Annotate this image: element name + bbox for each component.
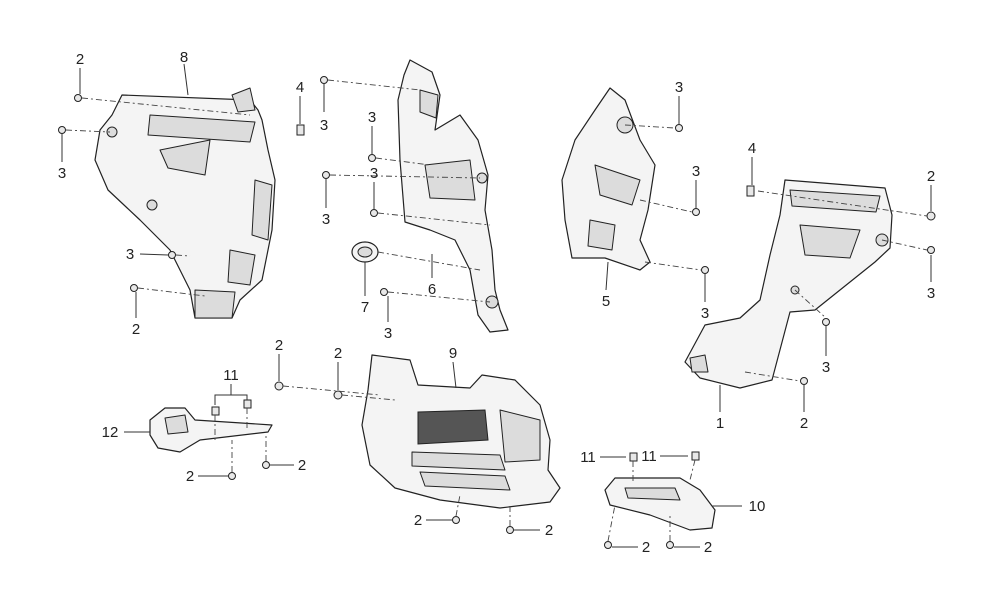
part-9-front-skid-plate — [361, 354, 561, 509]
callout-label: 2 — [545, 522, 553, 539]
callout-label: 2 — [275, 337, 283, 354]
callout-label: 1 — [716, 415, 724, 432]
callout-label: 2 — [186, 468, 194, 485]
part-8-left-side-cover — [94, 87, 276, 319]
callout-label: 5 — [602, 293, 610, 310]
callout-label: 7 — [361, 299, 369, 316]
callout-label: 3 — [701, 305, 709, 322]
callout-label: 3 — [370, 165, 378, 182]
callout-label: 3 — [320, 117, 328, 134]
callout-label: 3 — [692, 163, 700, 180]
callout-label: 2 — [414, 512, 422, 529]
callout-label: 2 — [927, 168, 935, 185]
part-1-right-side-cover — [684, 179, 893, 389]
part-7-grommet — [351, 241, 379, 263]
part-5-right-center-cover — [561, 87, 656, 271]
callout-label: 3 — [322, 211, 330, 228]
callout-leaders — [61, 63, 932, 548]
part-12-left-guard — [149, 407, 273, 453]
callout-label: 9 — [449, 345, 457, 362]
callout-label: 6 — [428, 281, 436, 298]
callout-label: 12 — [102, 424, 119, 441]
callout-label: 11 — [580, 449, 596, 466]
callout-label: 4 — [296, 79, 304, 96]
callout-label: 2 — [642, 539, 650, 556]
part-6-center-bracket — [397, 59, 509, 333]
callout-label: 3 — [368, 109, 376, 126]
callout-label: 4 — [748, 140, 756, 157]
callout-label: 2 — [298, 457, 306, 474]
callout-labels: 2 8 4 3 3 2 3 3 3 3 3 7 6 3 3 3 5 3 4 2 … — [58, 49, 935, 556]
callout-label: 8 — [180, 49, 188, 66]
callout-label: 11 — [641, 448, 657, 465]
callout-label: 10 — [749, 498, 766, 515]
callout-label: 2 — [704, 539, 712, 556]
callout-label: 3 — [58, 165, 66, 182]
callout-label: 3 — [675, 79, 683, 96]
part-10-right-guard — [604, 477, 716, 531]
callout-label: 3 — [927, 285, 935, 302]
callout-label: 2 — [334, 345, 342, 362]
callout-label: 2 — [76, 51, 84, 68]
callout-label: 2 — [132, 321, 140, 338]
callout-label: 3 — [384, 325, 392, 342]
callout-label: 3 — [126, 246, 134, 263]
callout-label: 3 — [822, 359, 830, 376]
callout-label: 11 — [223, 367, 239, 384]
assembly-lines — [65, 79, 928, 542]
callout-label: 2 — [800, 415, 808, 432]
